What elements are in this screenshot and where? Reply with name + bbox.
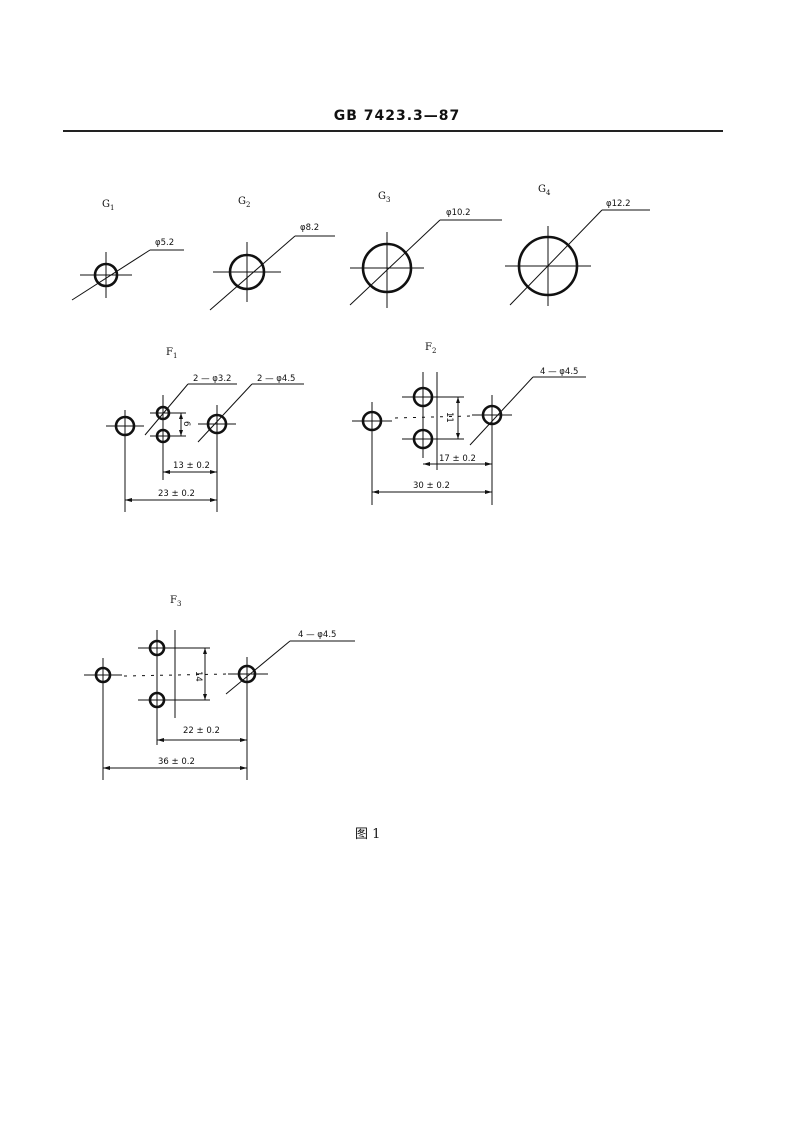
f3-label: F3 — [170, 595, 181, 608]
g4-pattern: G4 φ12.2 — [505, 184, 650, 306]
f3-holes-spec: 4 — φ4.5 — [298, 630, 336, 640]
g2-pattern: G2 φ8.2 — [209, 196, 335, 311]
f2-holes-spec: 4 — φ4.5 — [540, 367, 578, 377]
g3-diameter: φ10.2 — [446, 208, 471, 218]
f1-hole-b-spec: 2 — φ4.5 — [257, 374, 295, 384]
header-rule — [63, 130, 723, 132]
f2-pattern: F2 11 4 — φ4.5 17 ± 0.2 30 ± 0.2 — [352, 342, 586, 505]
f1-outer-dim: 23 ± 0.2 — [158, 489, 195, 499]
g1-pattern: G1 φ5.2 — [71, 199, 184, 301]
g3-pattern: G3 φ10.2 — [349, 191, 502, 308]
f1-label: F1 — [166, 347, 177, 360]
f2-inner-dim: 17 ± 0.2 — [439, 454, 476, 464]
f3-vspace: 14 — [193, 671, 203, 682]
f1-vspace: 6 — [181, 421, 191, 426]
g2-label: G2 — [238, 196, 250, 209]
f2-label: F2 — [425, 342, 436, 355]
g3-label: G3 — [378, 191, 390, 204]
f1-hole-a-spec: 2 — φ3.2 — [193, 374, 231, 384]
g1-label: G1 — [102, 199, 114, 212]
f1-inner-dim: 13 ± 0.2 — [173, 461, 210, 471]
figure-caption: 图 1 — [355, 827, 380, 842]
f3-pattern: F3 14 4 — φ4.5 22 ± 0.2 36 ± 0.2 — [84, 595, 355, 780]
f1-pattern: F1 6 2 — φ3.2 2 — φ4.5 13 ± 0.2 23 — [106, 347, 304, 512]
f2-outer-dim: 30 ± 0.2 — [413, 481, 450, 491]
f2-vspace: 11 — [444, 412, 454, 423]
g4-label: G4 — [538, 184, 551, 197]
f3-outer-dim: 36 ± 0.2 — [158, 757, 195, 767]
g1-diameter: φ5.2 — [155, 238, 174, 248]
g2-diameter: φ8.2 — [300, 223, 319, 233]
f3-inner-dim: 22 ± 0.2 — [183, 726, 220, 736]
g4-diameter: φ12.2 — [606, 199, 631, 209]
standard-code-header: GB 7423.3—87 — [333, 108, 461, 124]
